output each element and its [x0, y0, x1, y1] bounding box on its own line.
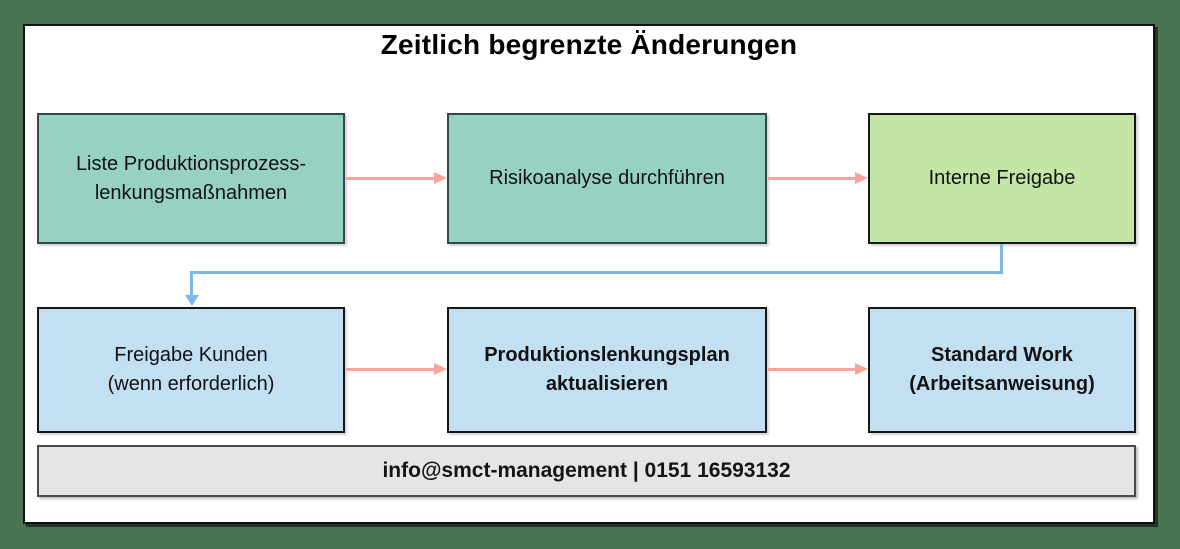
footer-contact-bar: info@smct-management | 0151 16593132 — [37, 445, 1136, 497]
node-produktionslenkungsplan-aktualisieren[interactable]: Produktionslenkungsplan aktualisieren — [447, 307, 767, 433]
connector-1-line — [346, 177, 434, 180]
connector-3-arrowhead-icon — [184, 295, 199, 306]
connector-3-segment-across — [190, 271, 1003, 274]
connector-3-segment-down — [1000, 244, 1003, 274]
node-standard-work[interactable]: Standard Work (Arbeitsanweisung) — [868, 307, 1136, 433]
node-freigabe-kunden[interactable]: Freigabe Kunden (wenn erforderlich) — [37, 307, 345, 433]
diagram-canvas — [23, 24, 1155, 524]
node-label: Standard Work (Arbeitsanweisung) — [909, 344, 1095, 395]
connector-5-arrowhead-icon — [855, 363, 868, 375]
connector-1-arrowhead-icon — [434, 172, 447, 184]
node-risikoanalyse-durchfuehren[interactable]: Risikoanalyse durchführen — [447, 113, 767, 244]
node-label: Risikoanalyse durchführen — [489, 167, 725, 189]
connector-3-segment-down2 — [190, 271, 193, 296]
connector-4-line — [346, 368, 434, 371]
connector-4-arrowhead-icon — [434, 363, 447, 375]
node-interne-freigabe[interactable]: Interne Freigabe — [868, 113, 1136, 244]
node-label: Freigabe Kunden (wenn erforderlich) — [107, 344, 275, 395]
node-label: Interne Freigabe — [928, 167, 1076, 189]
node-label: Produktionslenkungsplan aktualisieren — [484, 344, 730, 395]
connector-2-arrowhead-icon — [855, 172, 868, 184]
node-label: Liste Produktionsprozess- lenkungsmaßnah… — [75, 152, 307, 204]
diagram-title: Zeitlich begrenzte Änderungen — [380, 29, 798, 60]
connector-2-line — [768, 177, 855, 180]
connector-5-line — [768, 368, 855, 371]
footer-contact-text: info@smct-management | 0151 16593132 — [382, 459, 791, 482]
node-liste-produktionsprozesslenkungsmassnahmen[interactable]: Liste Produktionsprozess- lenkungsmaßnah… — [37, 113, 345, 244]
